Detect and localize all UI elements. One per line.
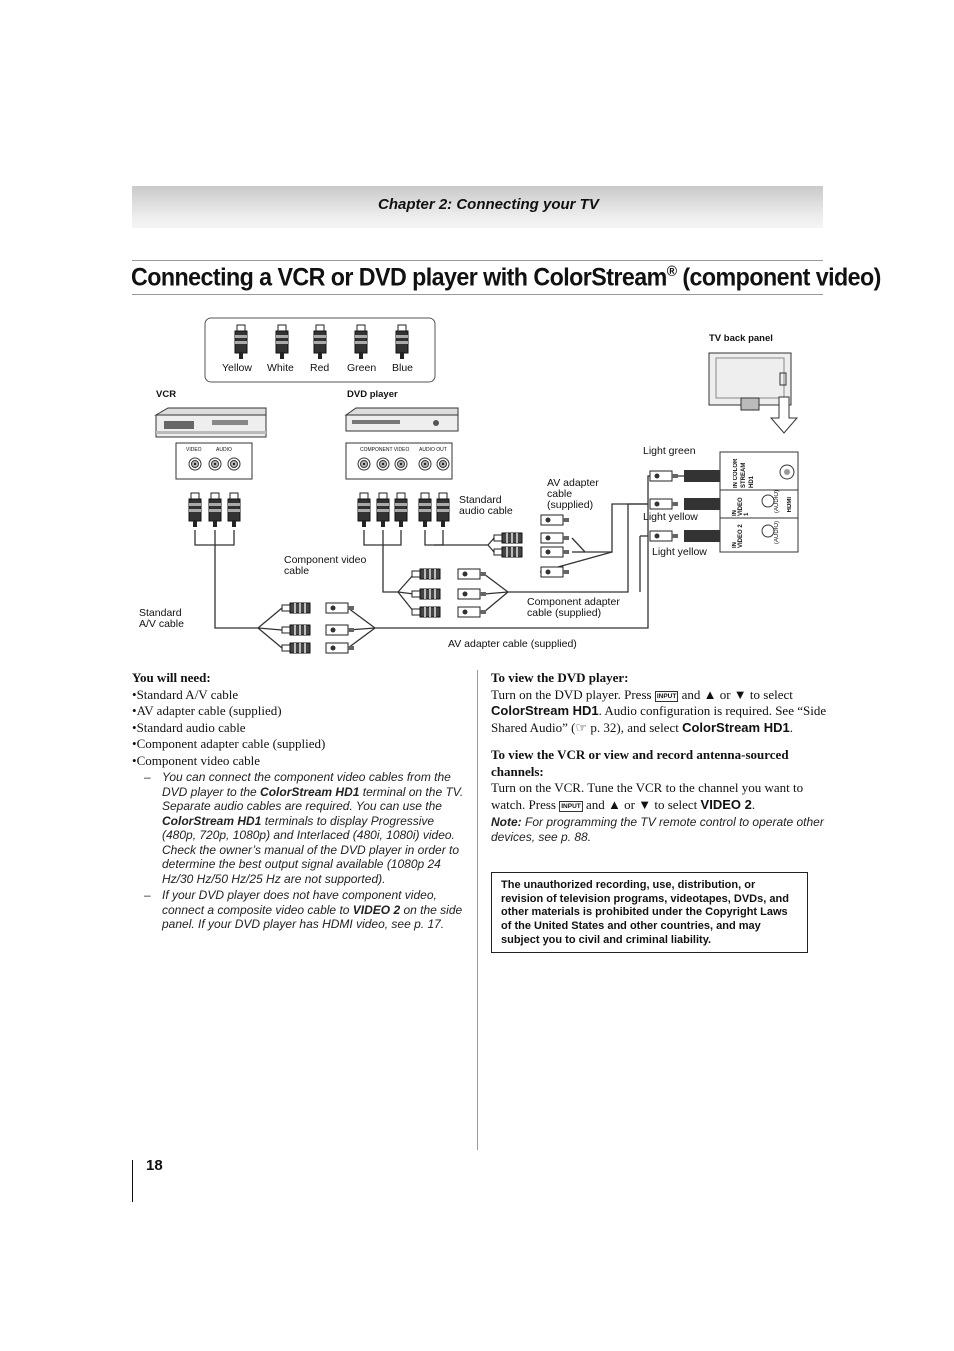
list-item: Standard A/V cable: [132, 687, 467, 704]
av-adapter-label-3: (supplied): [547, 499, 594, 511]
component-adapter-label-1: Component adapter: [527, 596, 620, 608]
chapter-title: Chapter 2: Connecting your TV: [378, 196, 599, 213]
requirements-list: Standard A/V cable AV adapter cable (sup…: [132, 687, 467, 770]
right-column: To view the DVD player: Turn on the DVD …: [491, 670, 827, 844]
tv-port-hdmi-label: HDMI: [787, 497, 793, 513]
av-adapter-label-2: cable: [547, 488, 573, 500]
label-green: Green: [347, 362, 377, 374]
tv-port-audio-label-2: (AUDIO): [774, 521, 780, 544]
vcr-view-text: Turn on the VCR. Tune the VCR to the cha…: [491, 780, 804, 812]
tv-port-audio-label-1: (AUDIO): [774, 490, 780, 513]
light-yellow-label-1: Light yellow: [643, 511, 698, 523]
connection-diagram: [154, 317, 799, 654]
dvd-label: DVD player: [347, 389, 398, 400]
title-rule-bottom: [132, 294, 823, 295]
dvd-view-text: Turn on the DVD player. Press INPUT and …: [491, 686, 827, 735]
vcr-video-jack-label: VIDEO: [186, 447, 202, 453]
list-item: Component video cable: [132, 753, 467, 770]
tv-port-colorstream-label: IN COLOR STREAM HD1: [733, 458, 755, 488]
tv-port-video2-label: IN VIDEO 2: [732, 524, 744, 548]
label-red: Red: [310, 362, 330, 374]
tv-port-video1-label: IN VIDEO 1: [732, 497, 750, 516]
light-yellow-label-2: Light yellow: [652, 546, 707, 558]
standard-audio-label-2: audio cable: [459, 505, 513, 517]
dvd-audio-out-label: AUDIO OUT: [419, 447, 447, 453]
light-green-label: Light green: [643, 445, 696, 457]
page-number: 18: [146, 1157, 163, 1174]
vcr-device: [154, 407, 267, 438]
standard-av-label-1: Standard: [139, 607, 182, 619]
label-yellow: Yellow: [222, 362, 252, 374]
vcr-label: VCR: [156, 389, 177, 400]
component-adapter-label-2: cable (supplied): [527, 607, 602, 619]
composite-note: – If your DVD player does not have compo…: [144, 888, 463, 931]
remote-note: Note: For programming the TV remote cont…: [491, 815, 824, 844]
label-blue: Blue: [392, 362, 414, 374]
chapter-header-band: [132, 186, 823, 228]
left-column: You will need: Standard A/V cable AV ada…: [132, 670, 467, 932]
av-adapter-bottom-label: AV adapter cable (supplied): [448, 638, 577, 650]
input-button-icon: INPUT: [654, 690, 679, 702]
component-note: – You can connect the component video ca…: [144, 770, 464, 886]
standard-av-label-2: A/V cable: [139, 618, 184, 630]
copyright-warning: The unauthorized recording, use, distrib…: [491, 872, 808, 953]
column-divider: [477, 670, 478, 1150]
standard-audio-label-1: Standard: [459, 494, 502, 506]
dvd-view-heading: To view the DVD player:: [491, 670, 629, 685]
tv-back-panel-label: TV back panel: [709, 333, 773, 344]
list-item: Standard audio cable: [132, 720, 467, 737]
page-title: Connecting a VCR or DVD player with Colo…: [131, 263, 881, 292]
component-video-label-2: cable: [284, 565, 310, 577]
component-video-label-1: Component video: [284, 554, 367, 566]
dvd-component-jack-label: COMPONENT VIDEO: [360, 447, 410, 453]
list-item: Component adapter cable (supplied): [132, 736, 467, 753]
dvd-device: [344, 407, 459, 432]
title-rule-top: [132, 260, 823, 261]
you-will-need-heading: You will need:: [132, 670, 211, 685]
page-number-rule: [132, 1160, 133, 1202]
label-white: White: [267, 362, 294, 374]
vcr-audio-jack-label: AUDIO: [216, 447, 232, 453]
list-item: AV adapter cable (supplied): [132, 703, 467, 720]
vcr-view-heading: To view the VCR or view and record anten…: [491, 747, 789, 779]
input-button-icon: INPUT: [559, 800, 583, 812]
av-adapter-label-1: AV adapter: [547, 477, 599, 489]
tv-back-panel: [708, 352, 799, 434]
